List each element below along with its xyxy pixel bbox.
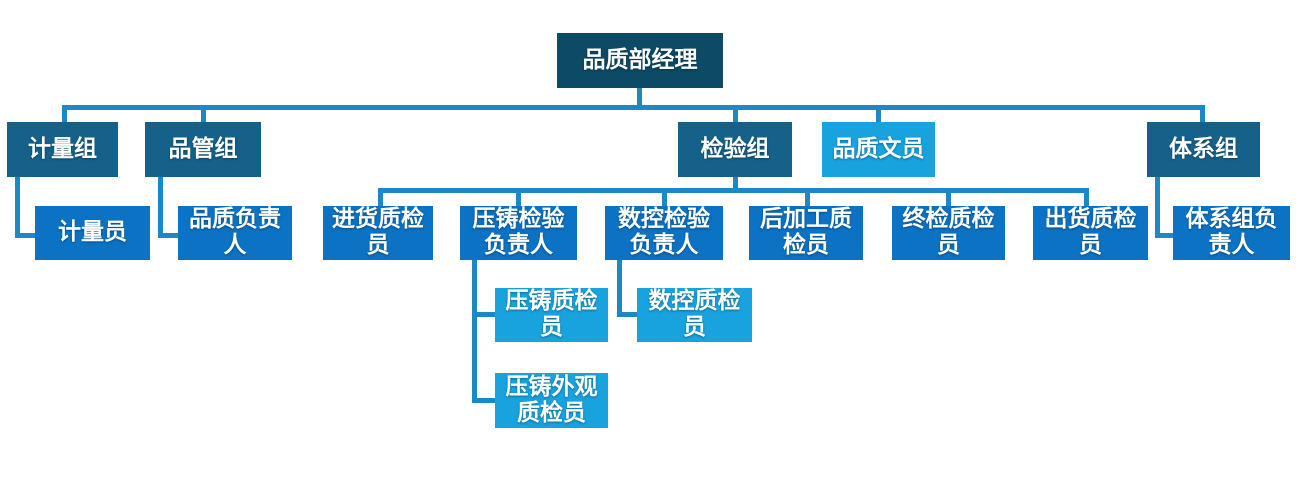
node-inspection-group: 检验组 (678, 122, 792, 177)
connector-subbus-final (946, 193, 951, 206)
connector-bus-qc-group (201, 110, 206, 122)
connector-subbus-outgoing (1084, 188, 1089, 206)
connector-diecast-visual-h (472, 398, 497, 403)
connector-subbus-incoming (378, 188, 383, 206)
node-metrology-group: 计量组 (7, 122, 118, 177)
node-postprocess-inspector: 后加工质检员 (749, 206, 863, 260)
connector-diecast-elbow-v (472, 260, 477, 403)
connector-bus-inspection-group (733, 110, 738, 122)
node-incoming-inspector: 进货质检员 (323, 206, 433, 260)
connector-main-bus (62, 105, 1205, 110)
connector-qc-elbow-h (158, 233, 180, 238)
connector-inspection-bus (378, 188, 1089, 193)
connector-subbus-cnc-lead (662, 193, 667, 206)
connector-qc-elbow-v (158, 177, 163, 238)
connector-manager-stub (637, 88, 642, 107)
node-diecast-inspector: 压铸质检员 (495, 288, 608, 342)
node-cnc-lead: 数控检验负责人 (605, 206, 723, 260)
node-system-group: 体系组 (1147, 122, 1260, 177)
connector-metrology-elbow-h (15, 233, 37, 238)
connector-bus-system-group (1200, 105, 1205, 122)
node-diecast-lead: 压铸检验负责人 (460, 206, 577, 260)
connector-system-elbow-h (1155, 233, 1175, 238)
connector-diecast-inspector-h (472, 312, 497, 317)
node-quality-lead: 品质负责人 (178, 206, 292, 260)
node-diecast-visual-inspector: 压铸外观质检员 (495, 373, 608, 428)
node-final-inspector: 终检质检员 (892, 206, 1005, 260)
node-outgoing-inspector: 出货质检员 (1033, 206, 1148, 260)
connector-cnc-inspector-h (617, 312, 639, 317)
node-quality-clerk: 品质文员 (822, 122, 935, 177)
connector-subbus-postprocess (805, 193, 810, 206)
node-quality-manager: 品质部经理 (557, 33, 723, 88)
connector-metrology-elbow-v (15, 177, 20, 238)
node-qc-group: 品管组 (145, 122, 261, 177)
connector-cnc-elbow-v (617, 260, 622, 317)
connector-subbus-diecast-lead (516, 193, 521, 206)
connector-bus-metrology-group (62, 105, 67, 122)
node-system-lead: 体系组负责人 (1173, 206, 1290, 260)
connector-bus-quality-clerk (876, 110, 881, 122)
node-metrology-staff: 计量员 (35, 206, 150, 260)
connector-inspection-stub (733, 177, 738, 188)
node-cnc-inspector: 数控质检员 (637, 288, 752, 342)
connector-system-elbow-v (1155, 177, 1160, 238)
